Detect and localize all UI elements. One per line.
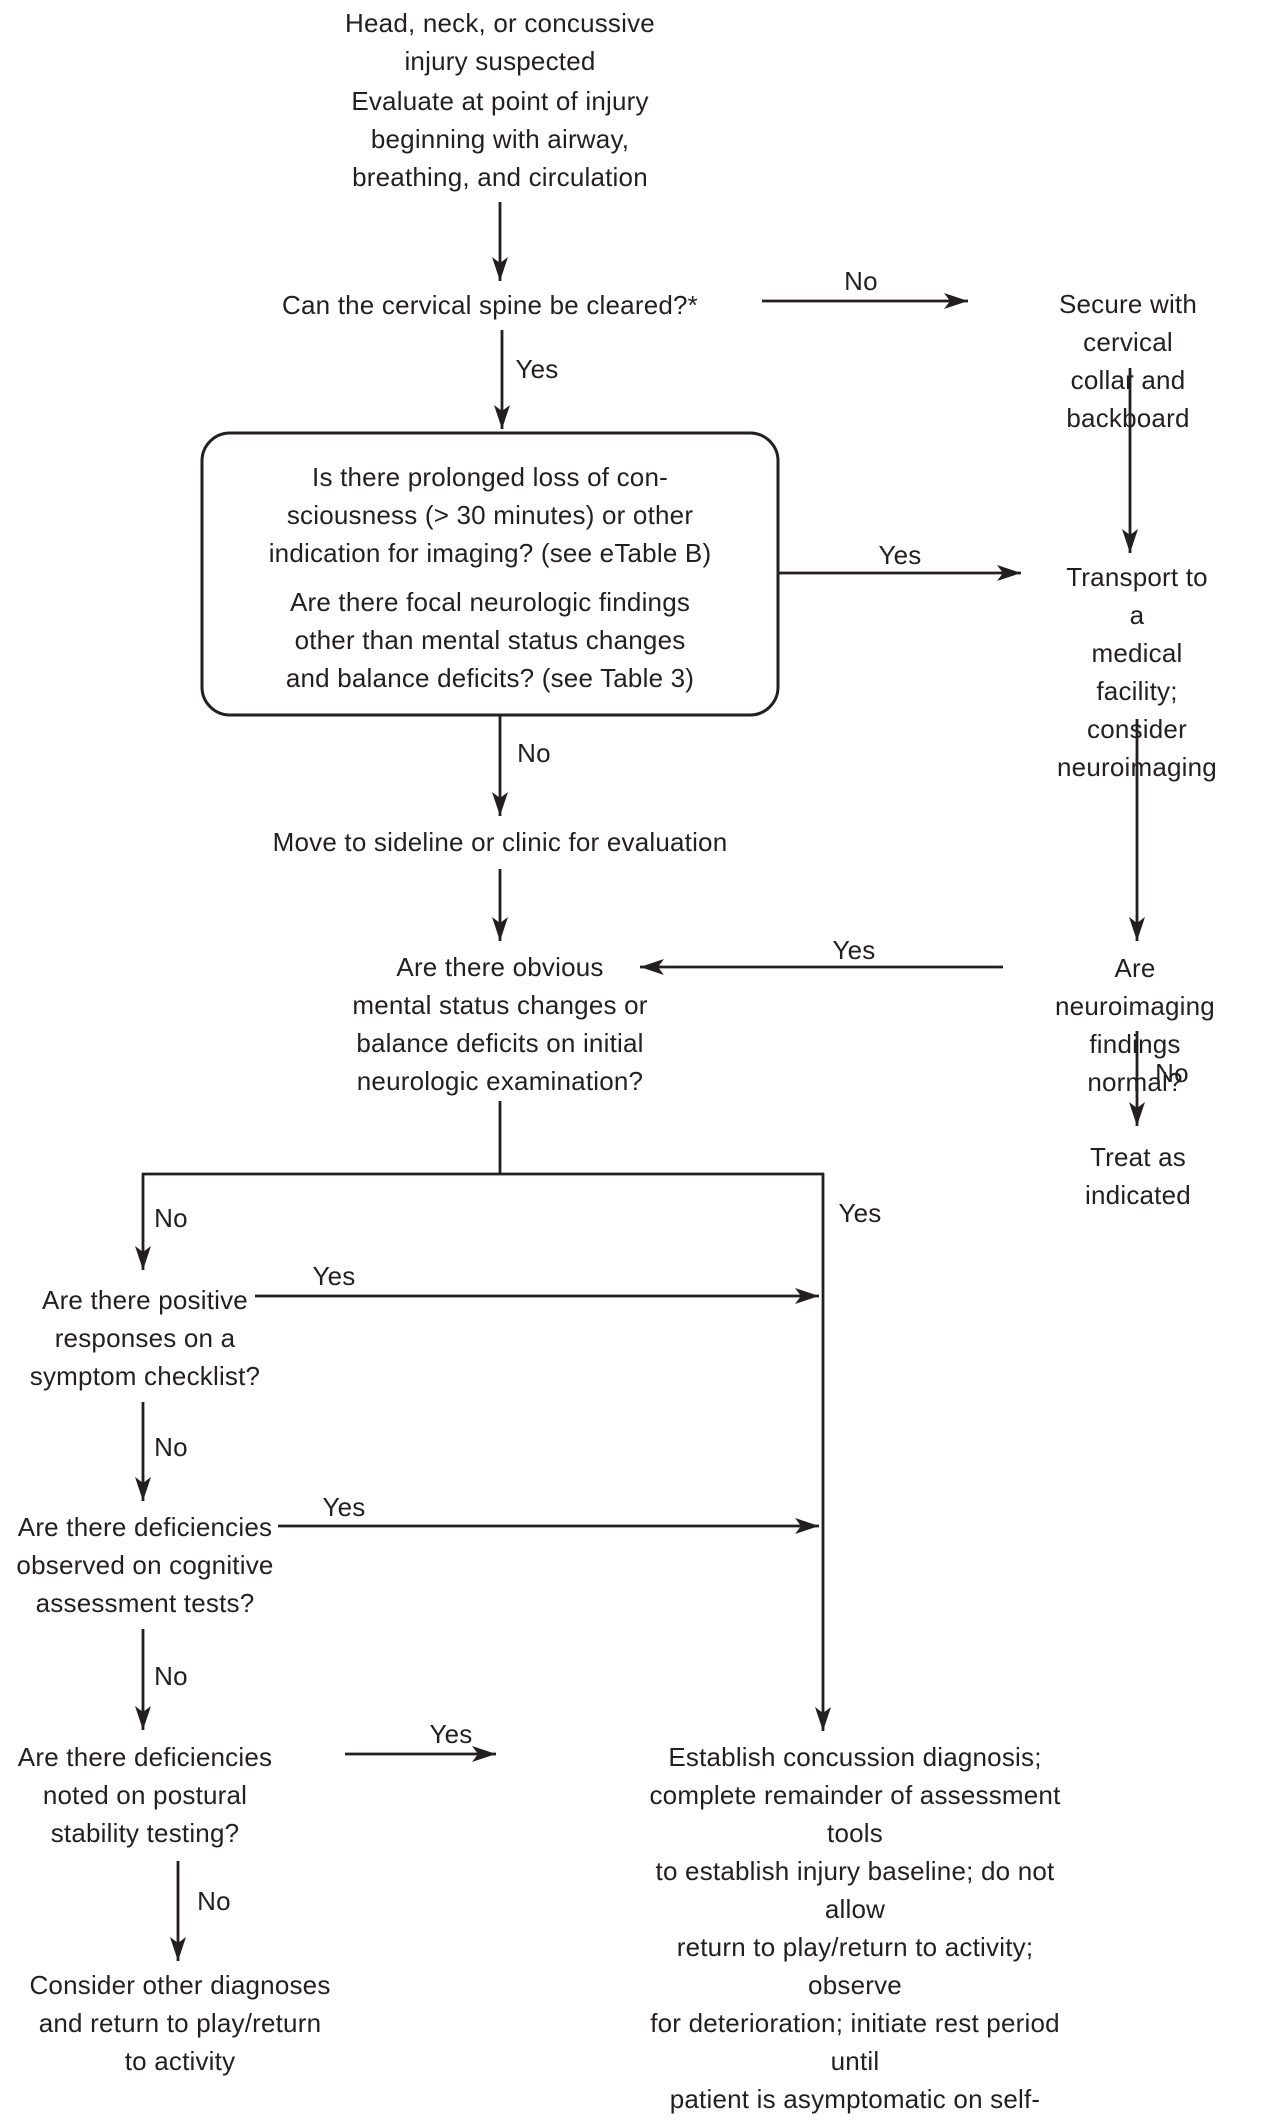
edge-label-yes-symptom: Yes [312, 1261, 356, 1291]
node-injury-suspected: Head, neck, or concussive injury suspect… [345, 8, 655, 76]
edge-label-yes-cognitive: Yes [322, 1492, 366, 1522]
node-evaluate-abc: Evaluate at point of injury beginning wi… [351, 86, 649, 192]
node-treat-indicated: Treat as indicated [1085, 1142, 1191, 1210]
edge-label-yes-obvious: Yes [838, 1198, 882, 1228]
edge-label-yes-imaging: Yes [878, 540, 922, 570]
edge-label-no-obvious: No [154, 1203, 188, 1233]
node-transport-facility: Transport to a medical facility; conside… [1057, 562, 1217, 782]
node-establish-diagnosis: Establish concussion diagnosis; complete… [649, 1742, 1061, 2114]
node-obvious-question: Are there obvious mental status changes … [352, 952, 648, 1096]
edge-label-no-cognitive: No [154, 1661, 188, 1691]
edge-label-yes-cervical: Yes [515, 354, 559, 384]
node-imaging-question-p2: Are there focal neurologic findings othe… [285, 587, 695, 693]
node-symptom-question: Are there positive responses on a sympto… [29, 1285, 261, 1391]
edge-label-no-cervical: No [844, 266, 878, 296]
edge-label-yes-neuroimaging: Yes [832, 935, 876, 965]
edge-label-no-postural: No [197, 1886, 231, 1916]
node-postural-question: Are there deficiencies noted on postural… [17, 1742, 273, 1848]
node-move-sideline: Move to sideline or clinic for evaluatio… [272, 827, 728, 857]
node-consider-other: Consider other diagnoses and return to p… [29, 1970, 331, 2076]
node-cognitive-question: Are there deficiencies observed on cogni… [16, 1512, 274, 1618]
node-imaging-question-p1: Is there prolonged loss of con- sciousne… [268, 462, 712, 568]
node-cervical-question: Can the cervical spine be cleared?* [281, 290, 699, 320]
node-secure-collar: Secure with cervical collar and backboar… [1058, 289, 1198, 433]
edge-label-no-neuroimaging: No [1155, 1058, 1189, 1088]
edge-label-yes-postural: Yes [429, 1719, 473, 1749]
edge-label-no-imaging: No [517, 738, 551, 768]
node-neuroimaging-question: Are neuroimaging findings normal? [1055, 953, 1215, 1097]
edge-label-no-symptom: No [154, 1432, 188, 1462]
